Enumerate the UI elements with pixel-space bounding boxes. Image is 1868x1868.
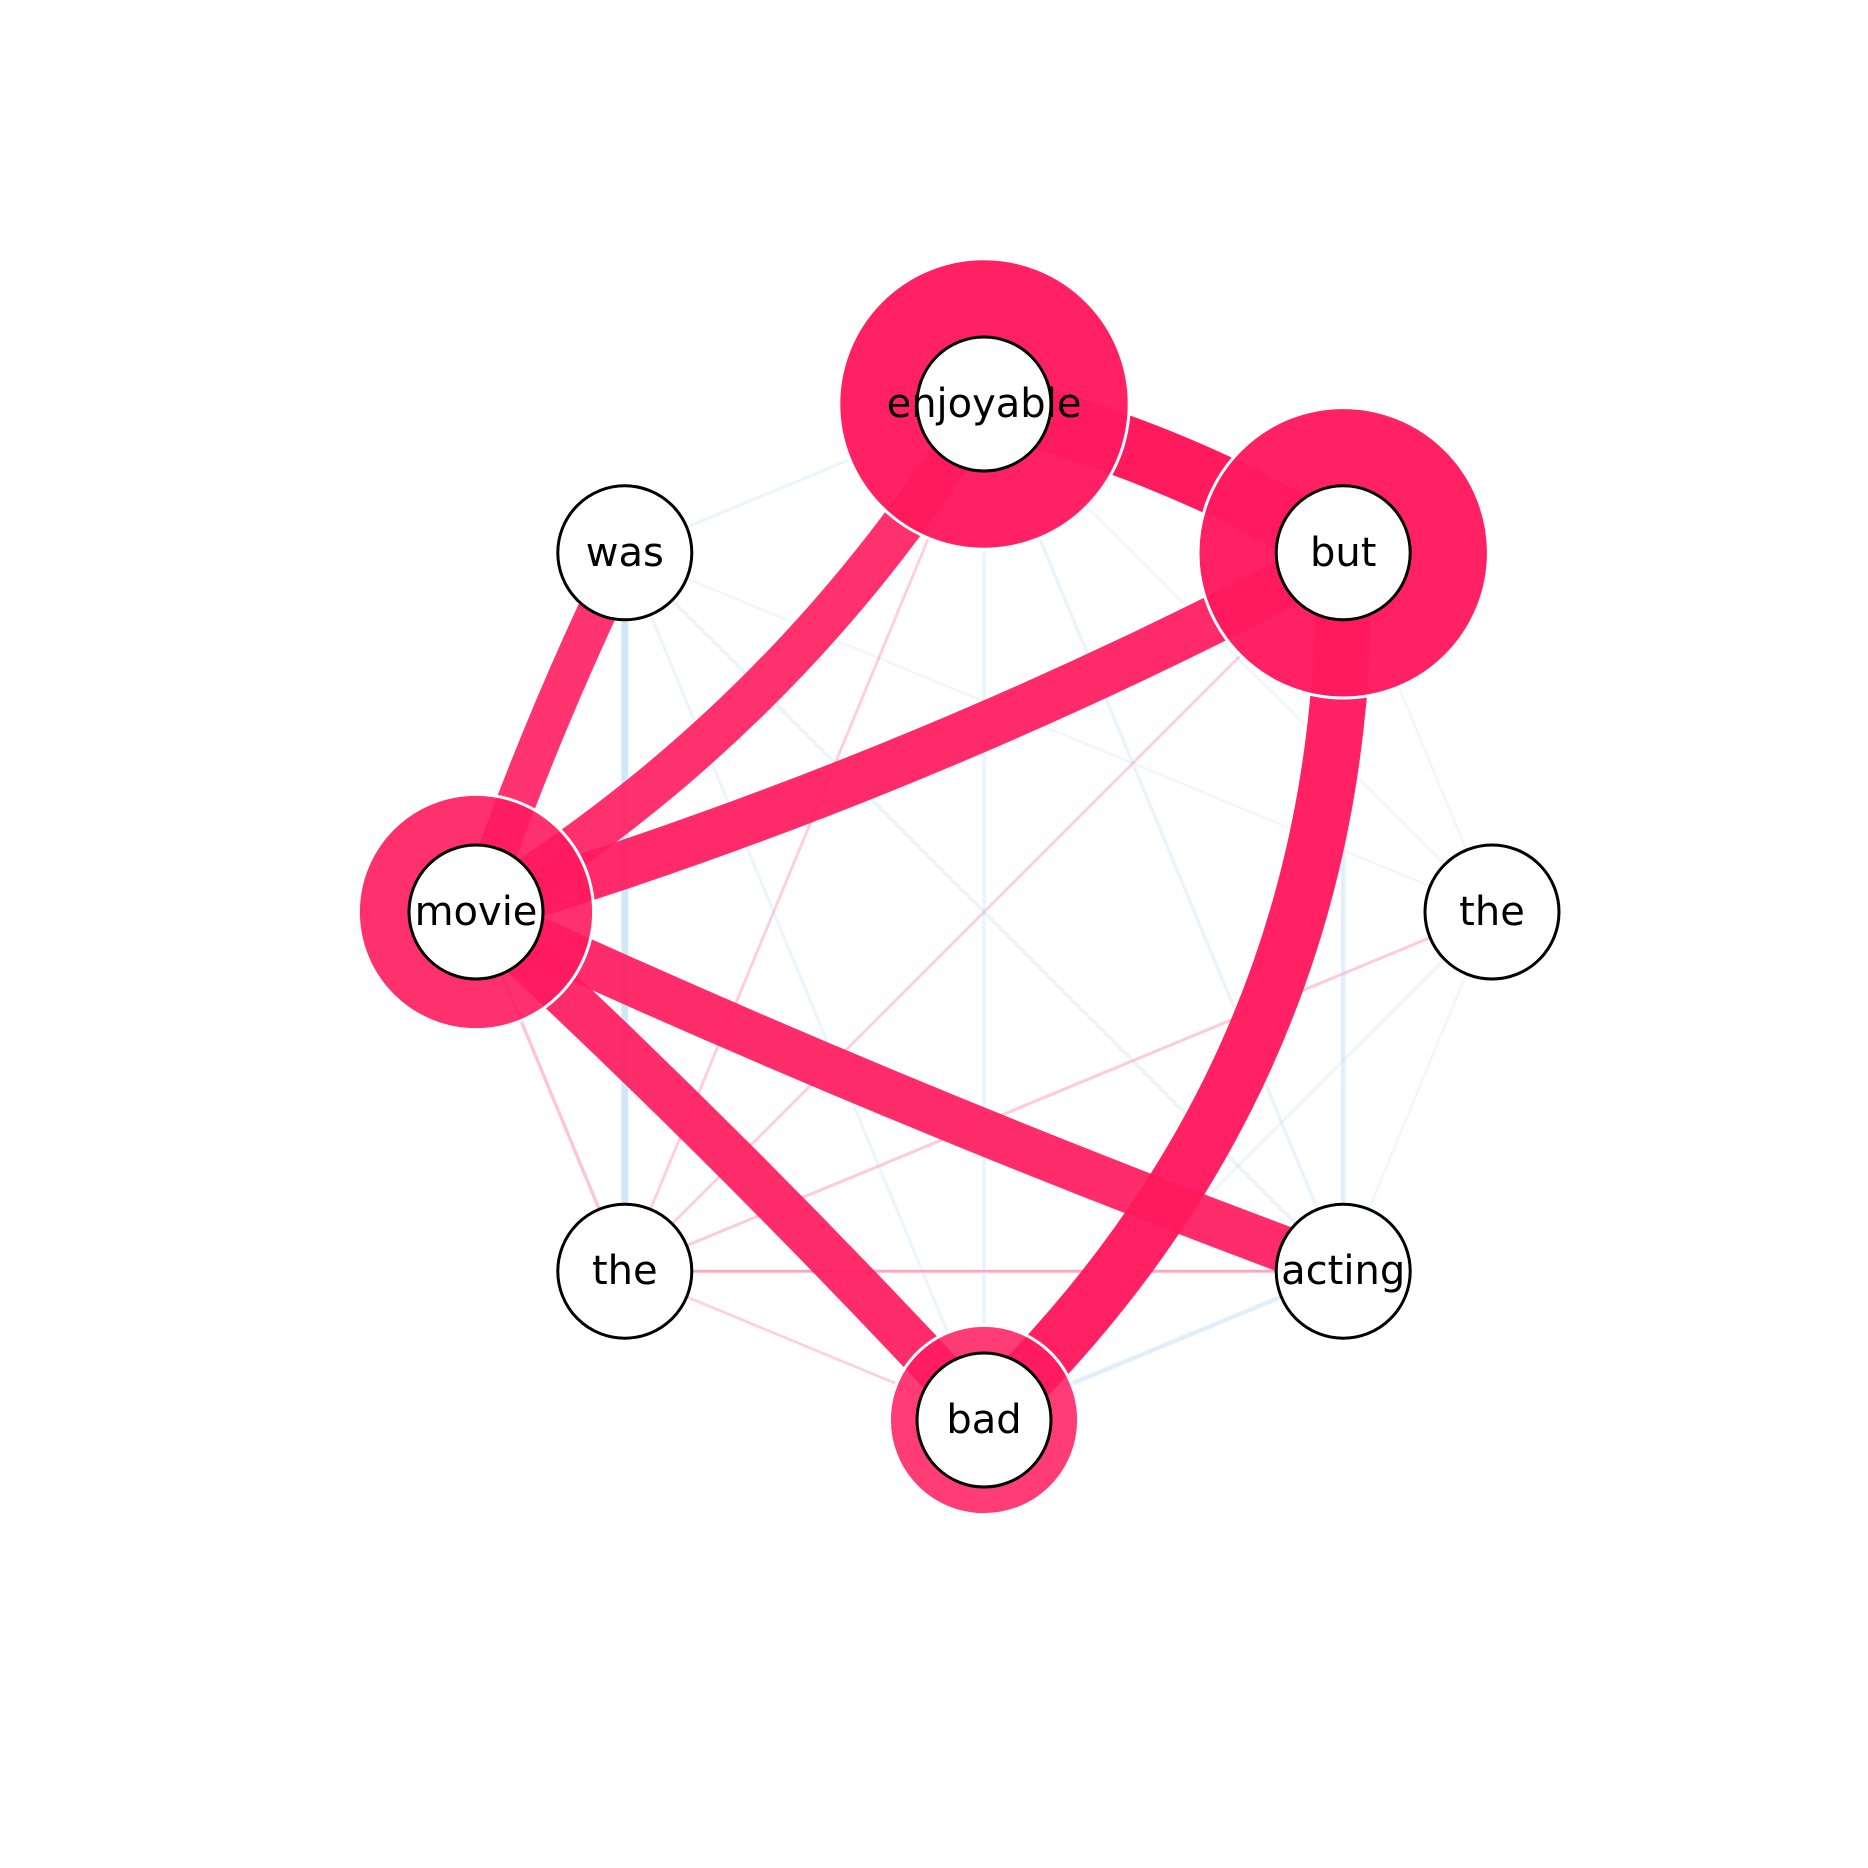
node-movie: movie [407,843,545,981]
node-acting: acting [1274,1202,1412,1340]
node-label: the [1459,889,1525,935]
edge-n7-n2 [623,552,986,1421]
circle-node-icon [1423,843,1561,981]
node-label: the [592,1248,658,1294]
circle-node-icon [1274,484,1412,622]
node-enjoyable: enjoyable [887,335,1082,473]
circle-node-icon [407,843,545,981]
node-layer: the movie was enjoyable but the acting bad [407,335,1561,1489]
node-label: was [586,530,664,576]
node-bad: bad [915,1351,1053,1489]
circle-node-icon [915,335,1053,473]
node-but: but [1274,484,1412,622]
edge-n6-n1 [466,890,1352,1293]
circle-node-icon [556,1202,694,1340]
node-label: bad [946,1397,1021,1443]
node-label: movie [415,889,538,935]
node-label: enjoyable [887,381,1082,427]
node-the: the [1423,843,1561,981]
circle-node-icon [915,1351,1053,1489]
circle-node-icon [1274,1202,1412,1340]
edge-n2-n6 [623,551,1345,1273]
node-label: but [1310,530,1376,576]
node-the: the [556,1202,694,1340]
node-label: acting [1281,1248,1405,1294]
node-was: was [556,484,694,622]
edge-n0-n5 [624,910,1493,1273]
circle-node-icon [556,484,694,622]
edge-n2-n5 [624,551,1493,914]
